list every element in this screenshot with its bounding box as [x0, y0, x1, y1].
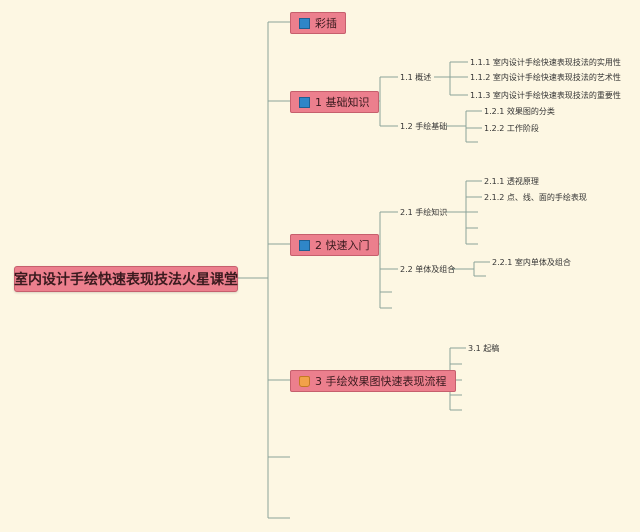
leaf-item[interactable]: 1.2.1 效果图的分类	[484, 107, 555, 116]
topic-caicha[interactable]: 彩插	[290, 12, 346, 34]
leaf-item[interactable]: 1.1.1 室内设计手绘快速表现技法的实用性	[470, 58, 621, 67]
leaf-item[interactable]: 1.2.2 工作阶段	[484, 124, 539, 133]
subtopic-gaishu[interactable]: 1.1 概述	[400, 73, 432, 82]
topic-caicha-label: 彩插	[315, 17, 337, 30]
root-topic[interactable]: 室内设计手绘快速表现技法火星课堂	[14, 266, 238, 292]
blue-square-icon	[299, 239, 310, 251]
leaf-item[interactable]: 1.1.2 室内设计手绘快速表现技法的艺术性	[470, 73, 621, 82]
topic-jichu-label: 1 基础知识	[315, 96, 370, 109]
leaf-item[interactable]: 2.1.2 点、线、面的手绘表现	[484, 193, 587, 202]
subtopic-shouhui[interactable]: 1.2 手绘基础	[400, 122, 448, 131]
blue-square-icon	[299, 17, 310, 29]
leaf-item[interactable]: 2.2.1 室内单体及组合	[492, 258, 571, 267]
leaf-item[interactable]: 1.1.3 室内设计手绘快速表现技法的重要性	[470, 91, 621, 100]
root-topic-label: 室内设计手绘快速表现技法火星课堂	[14, 272, 238, 288]
blue-square-icon	[299, 96, 310, 108]
topic-liucheng[interactable]: 3 手绘效果图快速表现流程	[290, 370, 456, 392]
orange-bag-icon	[299, 375, 310, 387]
leaf-item[interactable]: 3.1 起稿	[468, 344, 500, 353]
subtopic-zhishi[interactable]: 2.1 手绘知识	[400, 208, 448, 217]
topic-liucheng-label: 3 手绘效果图快速表现流程	[315, 375, 447, 388]
topic-jichu[interactable]: 1 基础知识	[290, 91, 379, 113]
subtopic-danti[interactable]: 2.2 单体及组合	[400, 265, 456, 274]
topic-kuaisu-label: 2 快速入门	[315, 239, 370, 252]
topic-kuaisu[interactable]: 2 快速入门	[290, 234, 379, 256]
leaf-item[interactable]: 2.1.1 透视原理	[484, 177, 539, 186]
